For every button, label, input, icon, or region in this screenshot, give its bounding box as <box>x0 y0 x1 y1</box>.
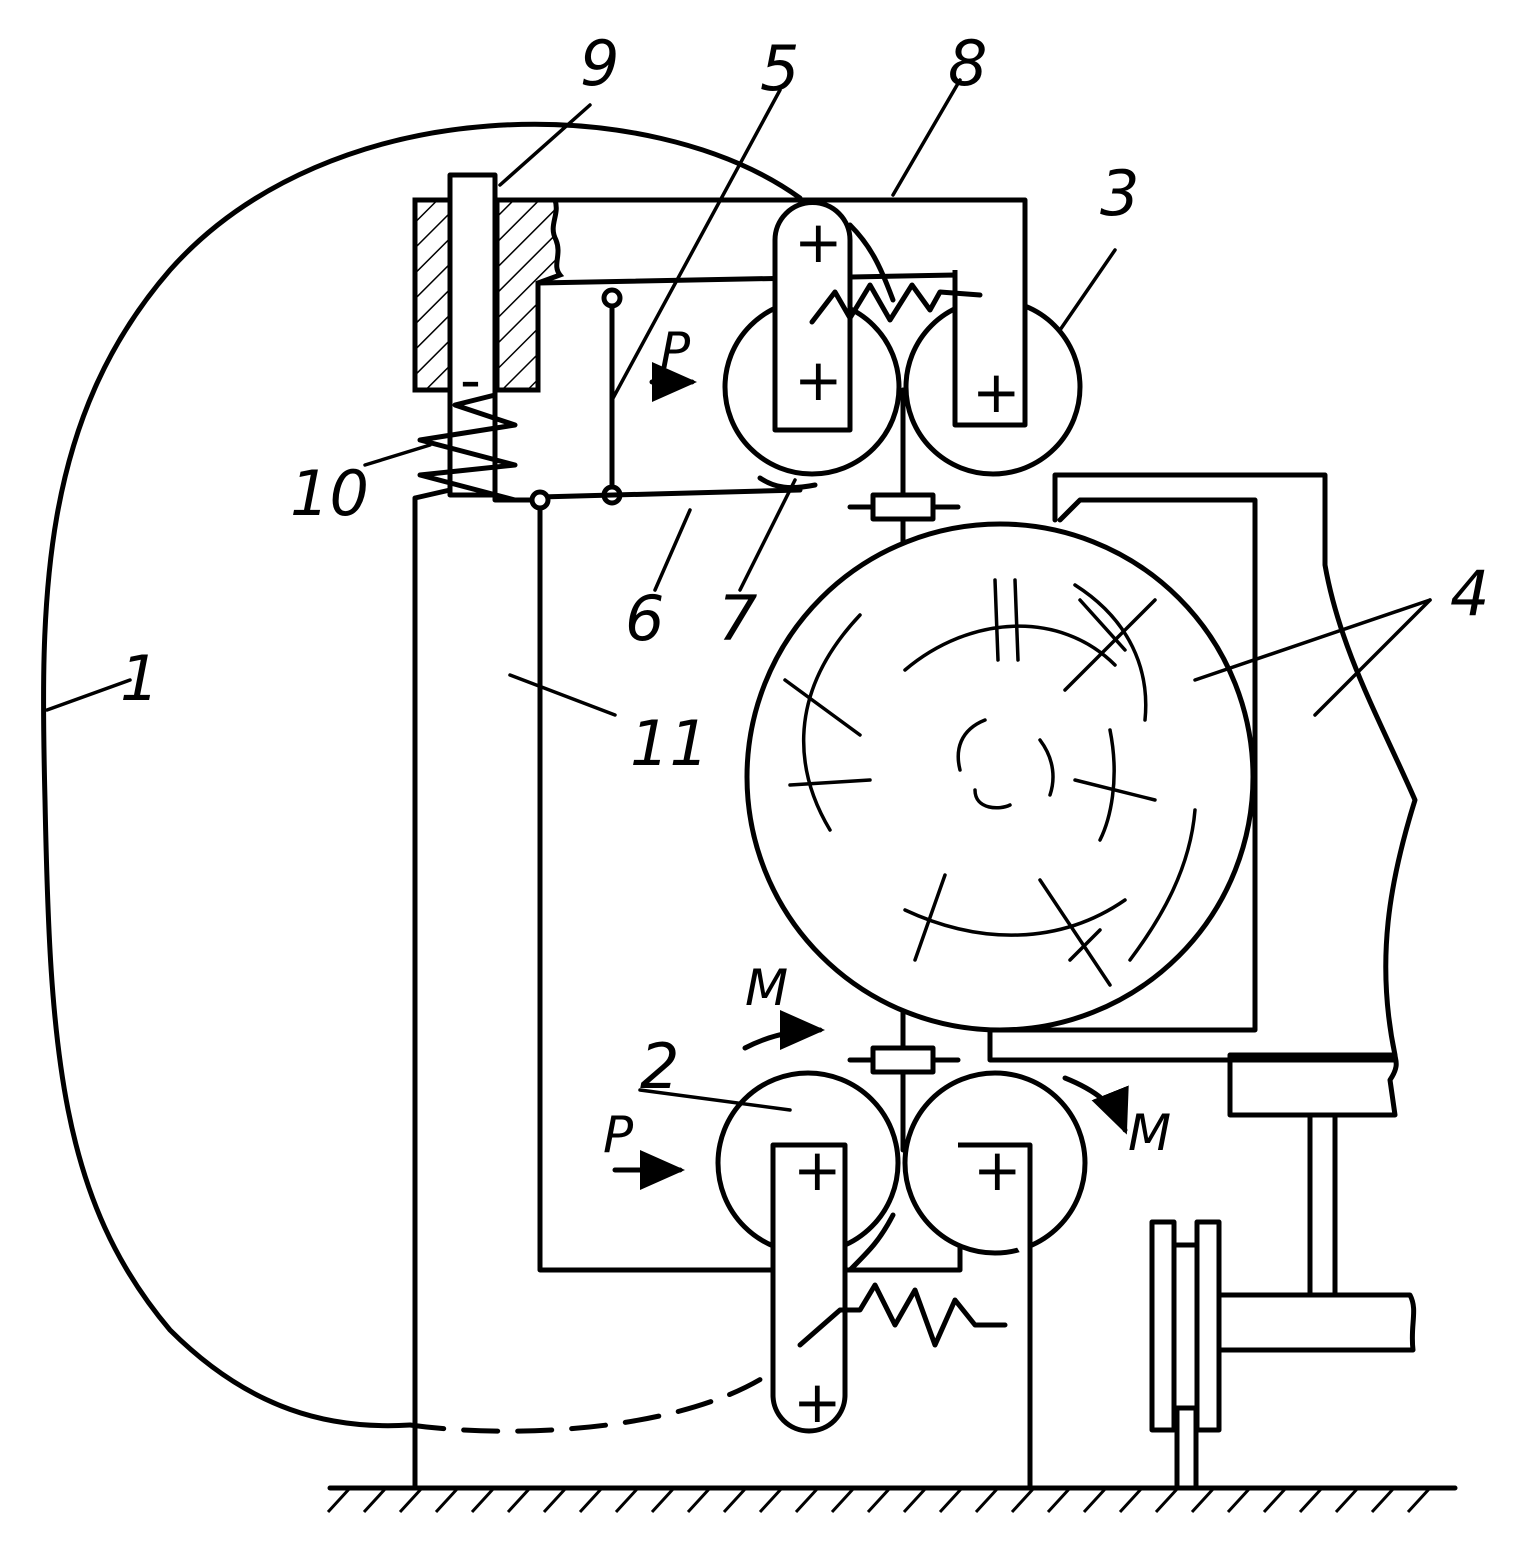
force-label-lower: P <box>603 1106 634 1164</box>
guide-lower <box>850 1048 958 1072</box>
callout-1: 1 <box>120 642 159 715</box>
shoe-7 <box>760 478 815 488</box>
ground-hatch-mark <box>616 1488 638 1512</box>
guide-block-9 <box>415 175 560 495</box>
polarity-plus-3: + <box>972 358 1021 426</box>
ground-hatch-mark <box>436 1488 458 1512</box>
ground-hatch-mark <box>580 1488 602 1512</box>
guide-upper <box>850 495 958 519</box>
ground-hatch-mark <box>1372 1488 1394 1512</box>
callout-3: 3 <box>1100 157 1139 230</box>
ground-hatch-mark <box>508 1488 530 1512</box>
ground-hatch-mark <box>400 1488 422 1512</box>
callout-8: 8 <box>948 27 987 100</box>
ground-hatch-mark <box>940 1488 962 1512</box>
drive-pulley <box>1152 1115 1414 1488</box>
ground-hatch-mark <box>976 1488 998 1512</box>
force-label-upper: P <box>660 322 691 380</box>
polarity-plus-1: + <box>794 208 843 276</box>
ground-hatch-mark <box>1048 1488 1070 1512</box>
callout-10: 10 <box>290 457 369 530</box>
ground-hatch-mark <box>1300 1488 1322 1512</box>
ground-hatch-mark <box>1336 1488 1358 1512</box>
ground-hatch-mark <box>724 1488 746 1512</box>
callout-5: 5 <box>760 32 799 105</box>
ground-hatch-mark <box>652 1488 674 1512</box>
polarity-minus: - <box>460 346 481 414</box>
callout-7: 7 <box>718 582 757 655</box>
callout-2: 2 <box>640 1030 679 1103</box>
cable-1-dashed <box>410 1370 775 1431</box>
ground-hatch-mark <box>544 1488 566 1512</box>
ground-hatch-mark <box>796 1488 818 1512</box>
ground-hatch-mark <box>472 1488 494 1512</box>
polarity-plus-6: + <box>793 1368 842 1436</box>
moment-arrow-left <box>745 1030 820 1048</box>
ground-base <box>328 1488 1455 1512</box>
polarity-plus-2: + <box>794 346 843 414</box>
moment-label-right: M <box>1128 1104 1171 1162</box>
moment-label-left: M <box>745 959 788 1017</box>
ground-hatch-mark <box>1120 1488 1142 1512</box>
ground-hatch-mark <box>868 1488 890 1512</box>
ground-hatch-mark <box>1156 1488 1178 1512</box>
callout-4: 4 <box>1450 557 1489 630</box>
ground-hatch-mark <box>1084 1488 1106 1512</box>
ground-hatch-mark <box>364 1488 386 1512</box>
polarity-plus-5: + <box>973 1136 1022 1204</box>
ground-hatch-mark <box>328 1488 350 1512</box>
ground-hatch-mark <box>688 1488 710 1512</box>
lever-6 <box>532 490 800 508</box>
ground-hatch-mark <box>1228 1488 1250 1512</box>
ground-hatch-mark <box>832 1488 854 1512</box>
polarity-plus-4: + <box>793 1136 842 1204</box>
ground-hatch-mark <box>760 1488 782 1512</box>
ground-hatch-mark <box>1408 1488 1430 1512</box>
ground-hatch-mark <box>1012 1488 1034 1512</box>
callout-9: 9 <box>580 27 619 100</box>
callout-11: 11 <box>630 707 709 780</box>
ground-hatch-mark <box>1192 1488 1214 1512</box>
roll-4 <box>747 475 1415 1115</box>
callout-6: 6 <box>625 582 664 655</box>
ground-hatch-mark <box>1264 1488 1286 1512</box>
ground-hatch-mark <box>904 1488 926 1512</box>
